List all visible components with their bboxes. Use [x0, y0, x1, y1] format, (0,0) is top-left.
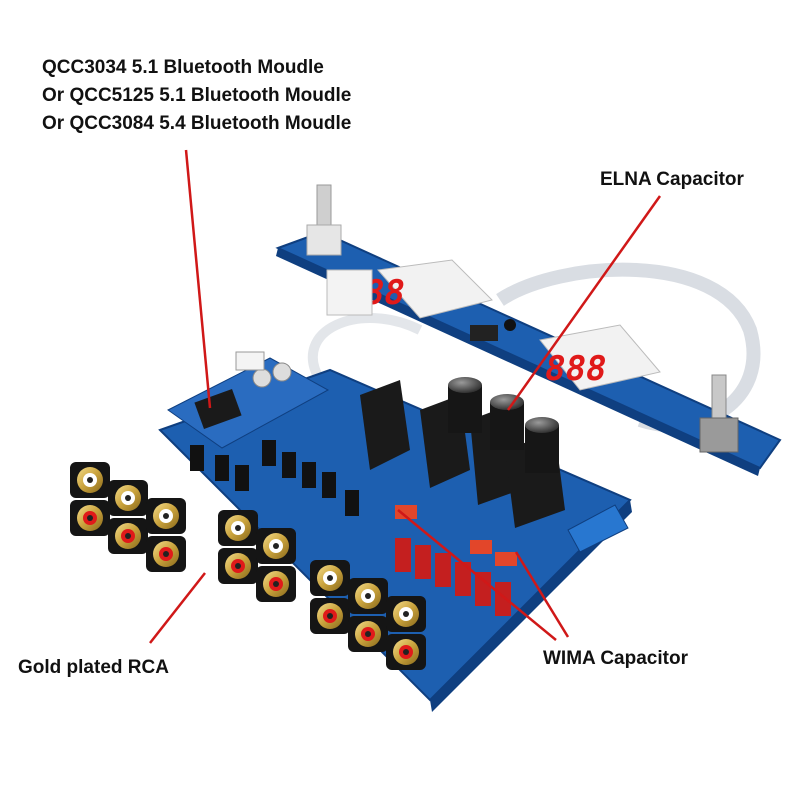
rca-jack-icon — [310, 560, 350, 596]
seven-segment-display-icon: 888 — [340, 259, 493, 319]
rca-jack-icon — [310, 598, 350, 634]
rca-jack-icon — [146, 536, 186, 572]
bluetooth-module-label: QCC3034 5.1 Bluetooth Moudle Or QCC5125 … — [42, 54, 351, 138]
rotary-encoder-icon — [699, 374, 739, 453]
pointer-line-bluetooth — [184, 149, 212, 409]
elna-capacitor-label: ELNA Capacitor — [600, 169, 744, 190]
rca-jack-icon — [348, 616, 388, 652]
rca-jack-icon — [386, 596, 426, 632]
main-pcb — [158, 351, 632, 712]
rca-jack-icon — [256, 566, 296, 602]
small-capacitors — [190, 440, 359, 516]
capacitor-icon — [448, 377, 559, 473]
rca-label: Gold plated RCA — [18, 657, 169, 678]
red-capacitors — [395, 538, 511, 616]
rca-jack-icon — [108, 480, 148, 516]
seven-segment-display-icon: 888 — [539, 324, 661, 391]
wima-capacitor-label: WIMA Capacitor — [543, 648, 688, 669]
rca-jack-icon — [348, 578, 388, 614]
rca-jack-icon — [70, 462, 110, 498]
ribbon-cable-2 — [308, 313, 423, 383]
rca-jack-icon — [218, 510, 258, 546]
display-board: 888 888 — [275, 184, 782, 476]
pointer-line-rca — [149, 572, 206, 644]
bluetooth-label-line-1: QCC3034 5.1 Bluetooth Moudle — [42, 57, 324, 78]
pointer-line-elna — [506, 195, 662, 411]
bluetooth-label-line-2: Or QCC5125 5.1 Bluetooth Moudle — [42, 85, 352, 106]
rca-jacks — [70, 462, 426, 670]
pointer-line-wima-b — [397, 509, 557, 641]
rca-jack-icon — [218, 548, 258, 584]
rca-jack-icon — [386, 634, 426, 670]
bluetooth-module — [167, 351, 330, 449]
rotary-encoder-icon — [306, 184, 373, 316]
rca-jack-icon — [70, 500, 110, 536]
pointer-line-wima-a — [514, 551, 570, 638]
wima-capacitors — [395, 505, 517, 566]
rca-jack-icon — [146, 498, 186, 534]
svg-text:888: 888 — [541, 349, 609, 389]
bluetooth-label-line-3: Or QCC3084 5.4 Bluetooth Moudle — [42, 113, 352, 134]
rca-jack-icon — [256, 528, 296, 564]
terminal-block — [567, 504, 629, 553]
rca-jack-icon — [108, 518, 148, 554]
